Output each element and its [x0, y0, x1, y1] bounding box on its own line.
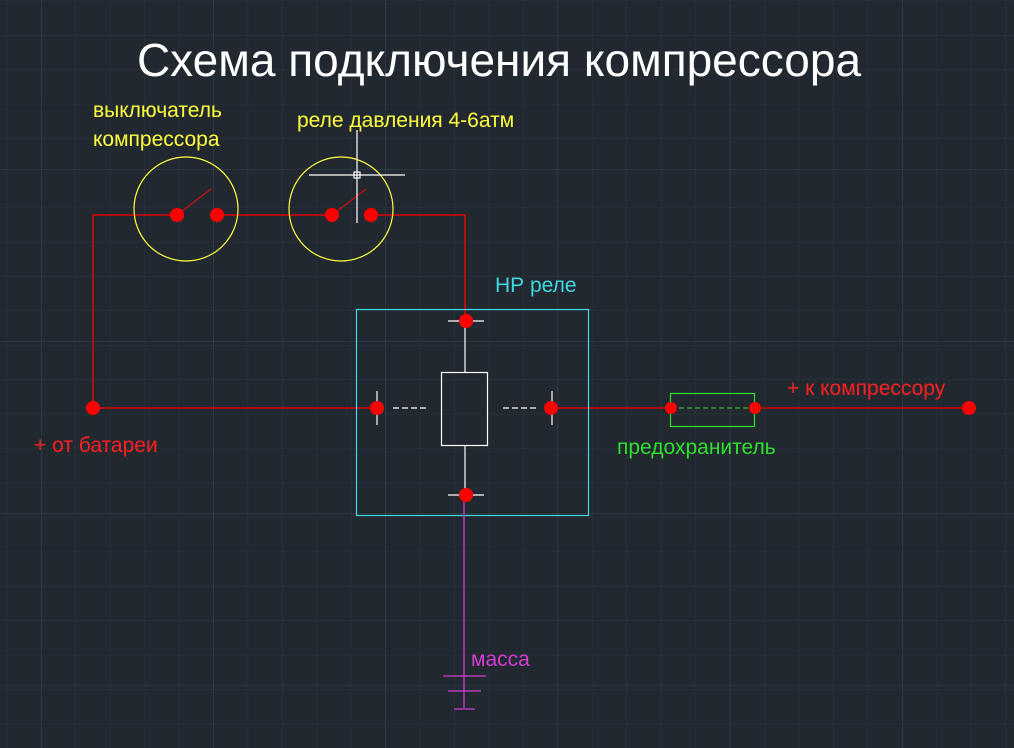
fuse-label: предохранитель	[617, 436, 776, 459]
wires	[92, 214, 969, 409]
terminal-fuse-out	[749, 402, 761, 414]
crosshair-cursor-icon	[309, 130, 405, 223]
terminals	[86, 208, 976, 502]
pressure-relay-lever	[331, 188, 367, 216]
wire-pressure-relay-to-hp	[371, 214, 466, 321]
terminal-relay-30	[370, 401, 384, 415]
ground	[443, 495, 486, 710]
diagram-title: Схема подключения компрессора	[137, 34, 862, 86]
switch-label-line1: выключатель	[93, 99, 222, 122]
compressor-label: + к компрессору	[787, 377, 946, 400]
relay-box	[355, 308, 590, 517]
compressor-switch	[133, 156, 239, 262]
terminal-pressure-in	[325, 208, 339, 222]
terminal-compressor	[962, 401, 976, 415]
pressure-relay-label: реле давления 4-6атм	[297, 109, 514, 132]
terminal-switch-in	[170, 208, 184, 222]
relay-coil	[440, 371, 489, 447]
switch-lever	[176, 188, 212, 216]
terminal-fuse-in	[665, 402, 677, 414]
pressure-relay-circle	[288, 156, 394, 262]
terminal-relay-85	[459, 488, 473, 502]
switch-label-line2: компрессора	[93, 128, 220, 151]
hp-relay-label: НР реле	[495, 274, 577, 297]
ground-label: масса	[471, 648, 530, 671]
pressure-relay	[288, 156, 394, 262]
switch-circle	[133, 156, 239, 262]
terminal-relay-87	[544, 401, 558, 415]
terminal-pressure-out	[364, 208, 378, 222]
battery-label: + от батареи	[34, 434, 158, 457]
terminal-switch-out	[210, 208, 224, 222]
wire-battery-to-switch	[92, 214, 177, 408]
terminal-battery	[86, 401, 100, 415]
hp-relay	[355, 308, 590, 517]
terminal-relay-86	[459, 314, 473, 328]
